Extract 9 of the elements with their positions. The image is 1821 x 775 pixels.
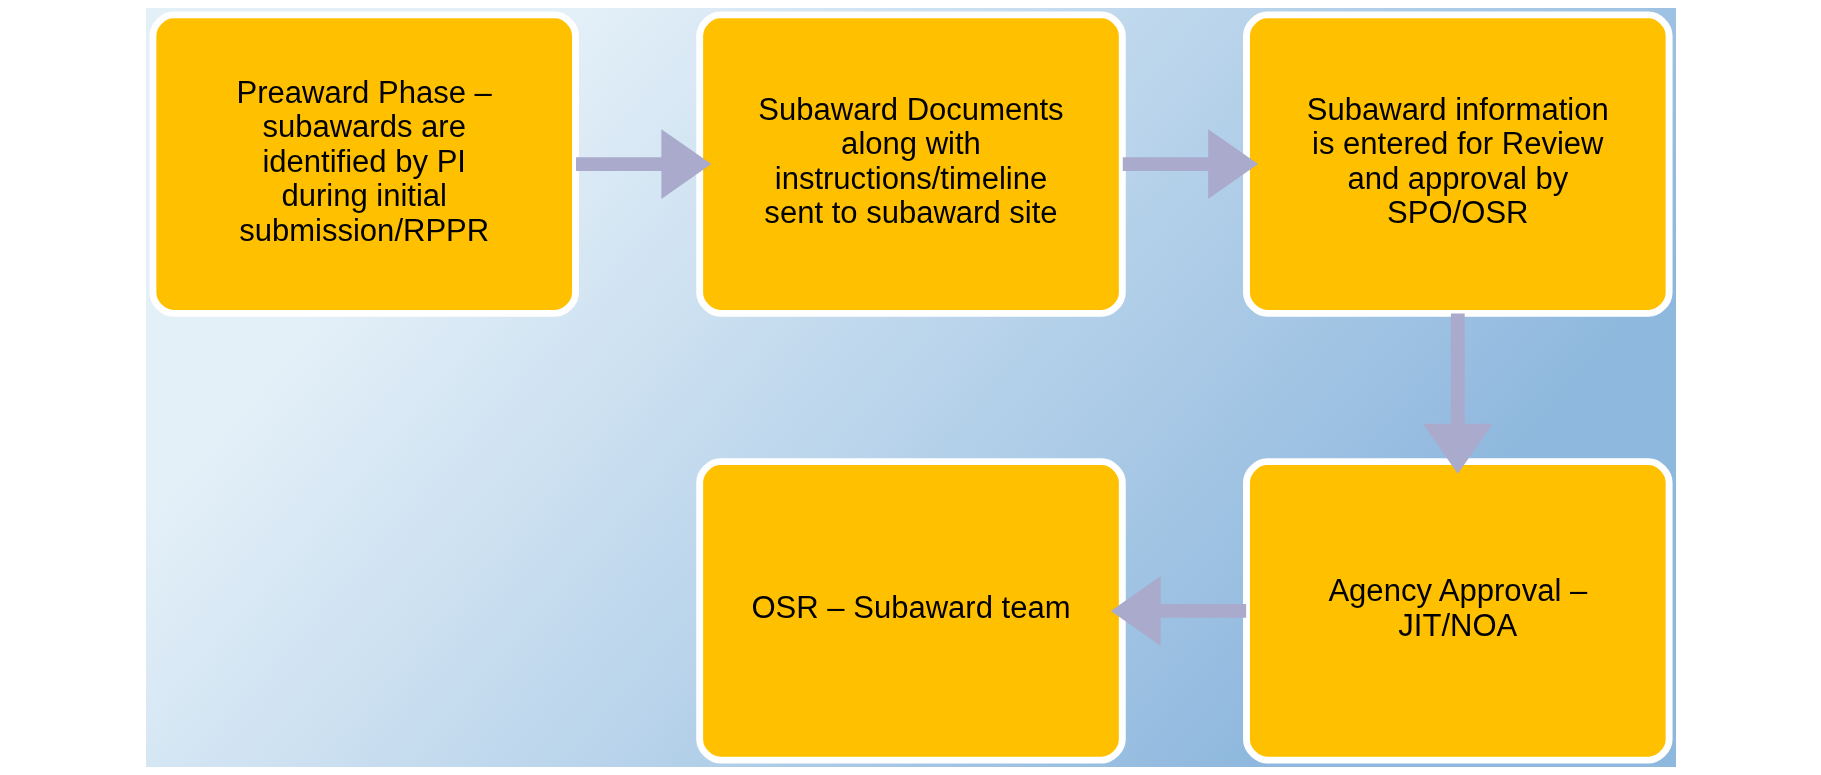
- node-box: OSR – Subaward team: [695, 458, 1126, 764]
- node-box: Subaward Documents along with instructions/timeline sent to subaward site: [695, 11, 1126, 317]
- arrow: [1122, 129, 1258, 200]
- arrow: [575, 129, 711, 200]
- node-box: Preaward Phase – subawards are identified by PI during initial submission/RPPR: [148, 11, 579, 317]
- node-box: Subaward information is entered for Review and approval by SPO/OSR: [1242, 11, 1673, 317]
- node-box: Agency Approval – JIT/NOA: [1242, 458, 1673, 764]
- arrow: [1110, 575, 1246, 646]
- arrow: [1422, 313, 1493, 474]
